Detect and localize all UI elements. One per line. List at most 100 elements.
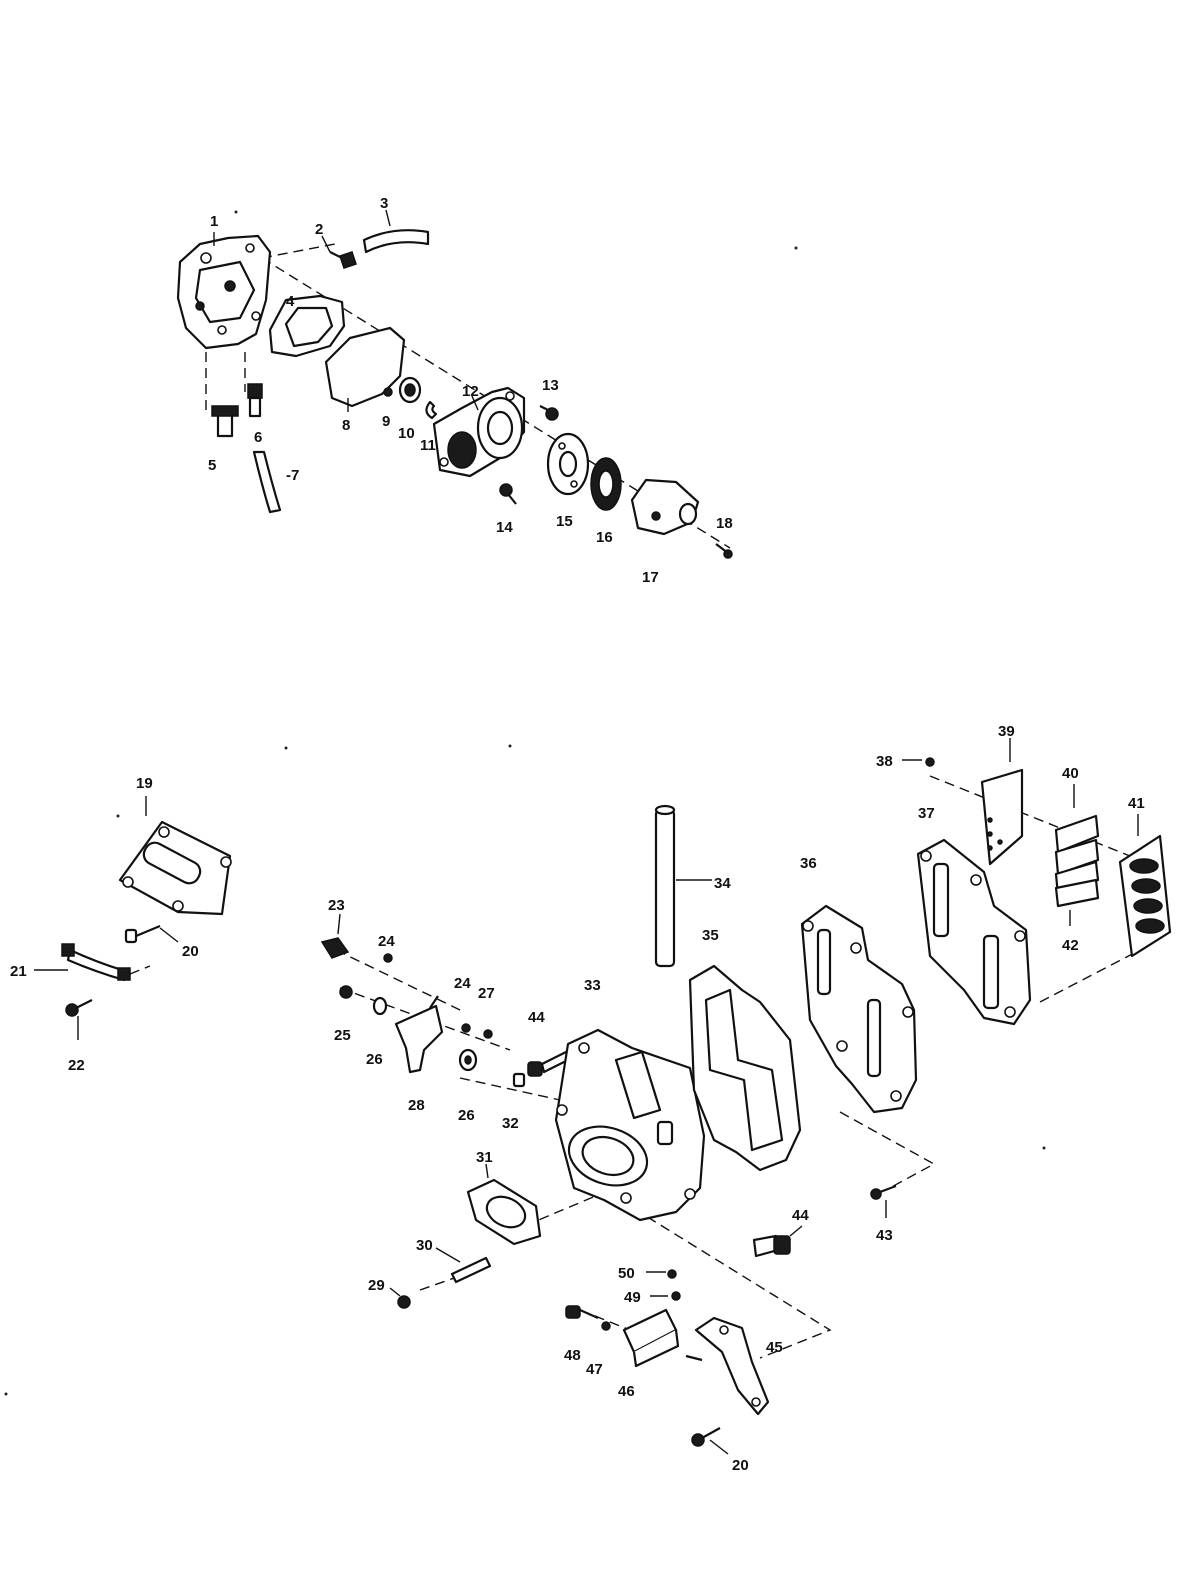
part-29-nut — [389, 1287, 411, 1309]
part-32-spacer — [512, 1072, 526, 1088]
label-7: -7 — [286, 467, 299, 484]
part-49-washer — [650, 1291, 681, 1301]
part-21-clamp — [34, 943, 151, 982]
label-40: 40 — [1062, 765, 1079, 782]
part-6-fitting — [247, 383, 263, 418]
part-18-screw — [715, 543, 733, 559]
part-44-bolt-b — [752, 1225, 803, 1258]
label-38: 38 — [876, 753, 893, 770]
label-26: 26 — [366, 1051, 383, 1068]
part-19-plate — [118, 796, 232, 916]
part-10-seat — [398, 376, 422, 404]
part-7-hose — [252, 450, 282, 514]
label-33: 33 — [584, 977, 601, 994]
label-15: 15 — [556, 513, 573, 530]
part-37-gasket — [916, 838, 1032, 1026]
label-8: 8 — [342, 417, 350, 434]
part-11-retaining-ring — [425, 400, 438, 420]
label-25: 25 — [334, 1027, 351, 1044]
part-48-bolt — [565, 1305, 599, 1320]
label-30: 30 — [416, 1237, 433, 1254]
part-20-bolt-b — [691, 1427, 729, 1455]
label-10: 10 — [398, 425, 415, 442]
label-27: 27 — [478, 985, 495, 1002]
part-27-nut — [483, 1029, 493, 1039]
label-42: 42 — [1062, 937, 1079, 954]
label-28: 28 — [408, 1097, 425, 1114]
label-20-b: 20 — [732, 1457, 749, 1474]
label-48: 48 — [564, 1347, 581, 1364]
part-13-screw — [539, 405, 559, 421]
label-13: 13 — [542, 377, 559, 394]
part-25-washer — [339, 985, 353, 999]
label-18: 18 — [716, 515, 733, 532]
part-23-fitting — [320, 913, 350, 959]
part-26-bushing-b — [458, 1048, 478, 1072]
part-24-nut-b — [461, 1023, 471, 1033]
label-49: 49 — [624, 1289, 641, 1306]
label-46: 46 — [618, 1383, 635, 1400]
label-6: 6 — [254, 429, 262, 446]
label-16: 16 — [596, 529, 613, 546]
part-41-reed-block — [1118, 814, 1172, 958]
label-26-b: 26 — [458, 1107, 475, 1124]
label-1: 1 — [210, 213, 218, 230]
label-43: 43 — [876, 1227, 893, 1244]
part-22-screw — [65, 999, 93, 1040]
label-35: 35 — [702, 927, 719, 944]
part-39-reed-stop — [980, 738, 1024, 866]
label-50: 50 — [618, 1265, 635, 1282]
part-50-screw — [646, 1269, 677, 1279]
label-12: 12 — [462, 383, 479, 400]
part-24-nut — [383, 953, 393, 963]
part-36-gasket — [800, 904, 918, 1114]
lower-explosion-lines — [335, 775, 1141, 1359]
part-30-shaft — [435, 1247, 492, 1284]
part-26-bushing — [372, 996, 388, 1016]
label-44: 44 — [528, 1009, 545, 1026]
part-15-valve-plate — [546, 432, 590, 496]
label-3: 3 — [380, 195, 388, 212]
label-34: 34 — [714, 875, 731, 892]
part-8-diaphragm — [324, 326, 406, 412]
part-28-lever — [394, 995, 444, 1074]
label-17: 17 — [642, 569, 659, 586]
part-12-pump-housing — [432, 386, 526, 478]
label-37: 37 — [918, 805, 935, 822]
label-32: 32 — [502, 1115, 519, 1132]
part-4-gasket — [268, 294, 346, 358]
part-16-gasket-ring — [590, 457, 622, 511]
part-46-bracket — [622, 1308, 680, 1368]
label-39: 39 — [998, 723, 1015, 740]
label-5: 5 — [208, 457, 216, 474]
label-36: 36 — [800, 855, 817, 872]
part-20-bolt — [124, 924, 179, 944]
part-38-screw — [902, 757, 935, 767]
label-24: 24 — [378, 933, 395, 950]
label-29: 29 — [368, 1277, 385, 1294]
part-17-cover — [630, 478, 700, 536]
part-33-intake-manifold — [554, 1028, 706, 1222]
label-11: 11 — [420, 437, 436, 454]
label-22: 22 — [68, 1057, 85, 1074]
label-19: 19 — [136, 775, 153, 792]
label-45: 45 — [766, 1339, 783, 1356]
part-42-reed — [1054, 878, 1100, 926]
part-1-pump-body — [176, 232, 272, 350]
part-43-screw — [870, 1184, 897, 1218]
part-35-gasket — [688, 964, 802, 1172]
label-31: 31 — [476, 1149, 493, 1166]
label-9: 9 — [382, 413, 390, 430]
part-45-arm — [685, 1316, 770, 1416]
scan-specks — [4, 210, 1046, 1396]
part-5-bolt — [211, 405, 239, 438]
label-14: 14 — [496, 519, 513, 536]
label-21: 21 — [10, 963, 27, 980]
part-47-washer — [601, 1321, 611, 1331]
part-34-tube — [654, 804, 712, 968]
part-labels: 1 2 3 4 5 6 -7 8 9 10 11 12 13 14 15 16 … — [10, 195, 1145, 1474]
label-41: 41 — [1128, 795, 1145, 812]
part-9-check-ball — [383, 387, 393, 397]
part-40-reeds — [1054, 784, 1100, 898]
label-44-b: 44 — [792, 1207, 809, 1224]
